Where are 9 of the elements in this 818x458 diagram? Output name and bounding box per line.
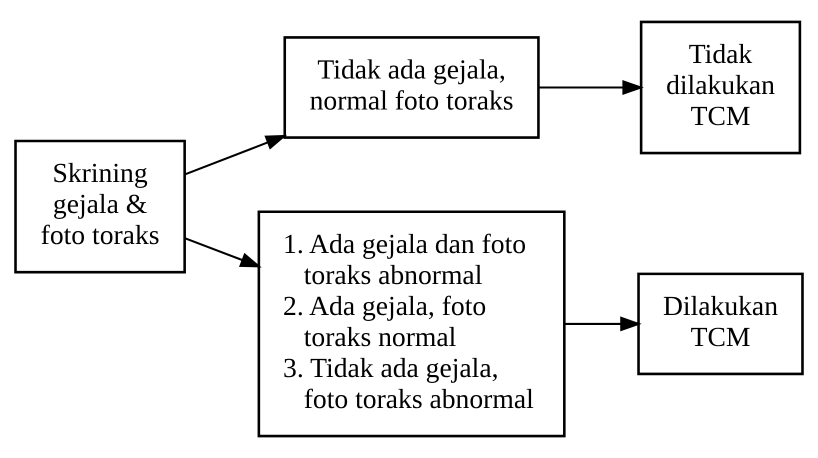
node-box: Skrining gejala & foto toraks xyxy=(14,140,186,274)
arrow xyxy=(538,80,644,95)
node-box: Tidak ada gejala, normal foto toraks xyxy=(283,36,540,139)
node-box: 1. Ada gejala dan foto toraks abnormal 2. Ada gejala, foto toraks normal 3. Tidak ada gejala, foto toraks abnormal xyxy=(258,210,566,438)
arrow xyxy=(184,237,262,268)
node-box: Dilakukan TCM xyxy=(637,272,804,376)
node-box: Tidak dilakukan TCM xyxy=(640,20,802,154)
arrow xyxy=(184,134,288,176)
arrow xyxy=(564,316,642,332)
